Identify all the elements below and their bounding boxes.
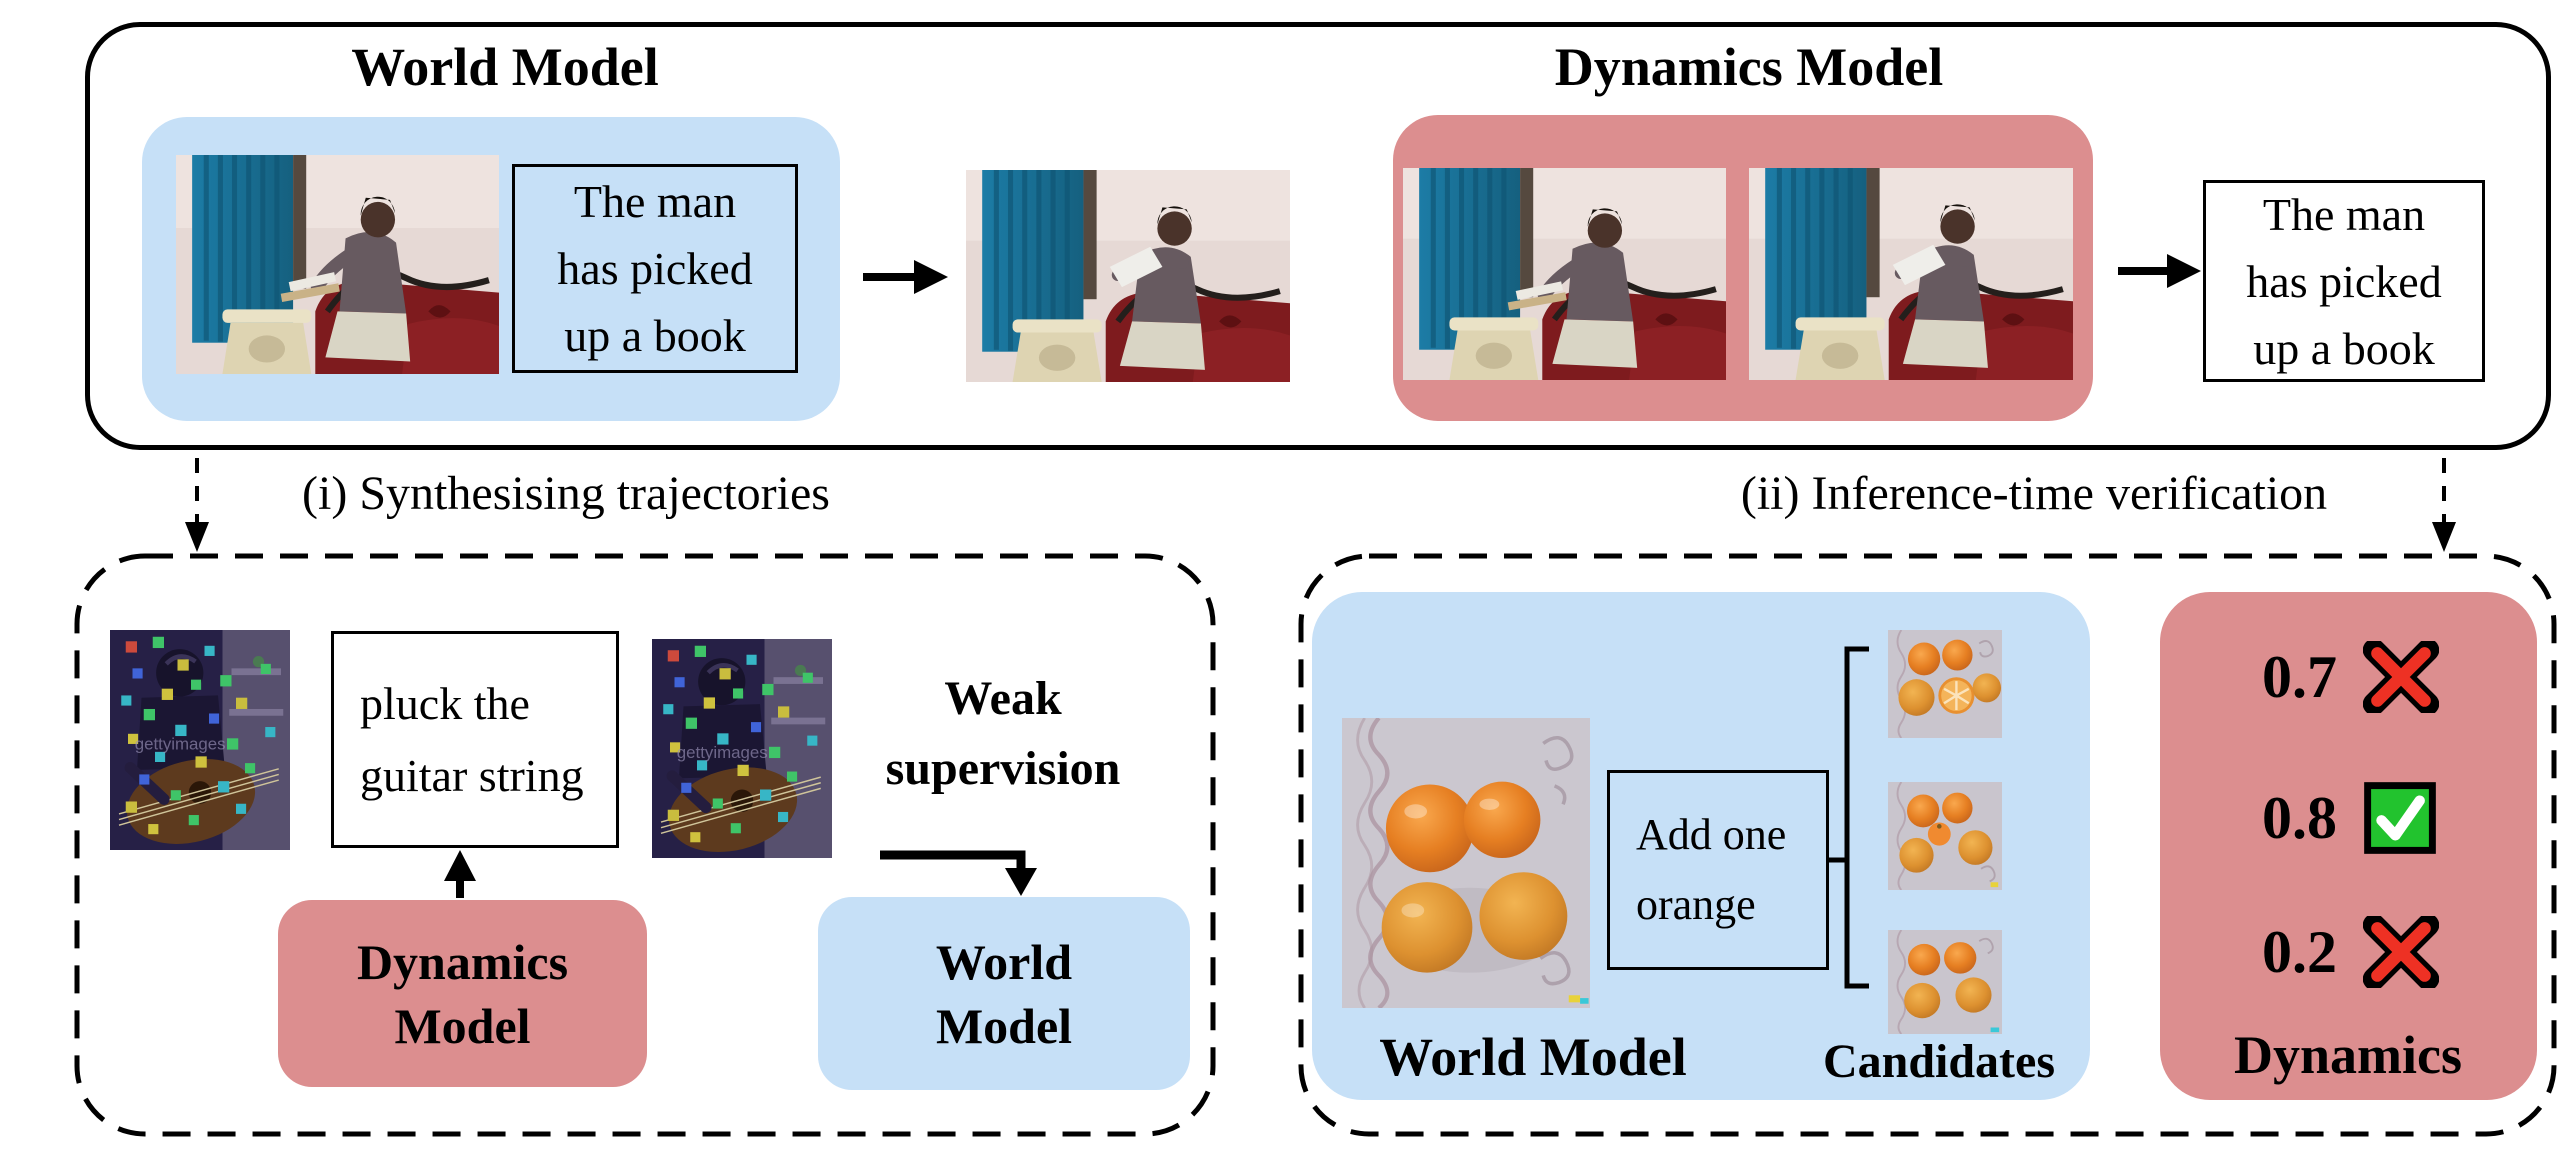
world-output-frame-image xyxy=(966,170,1290,382)
dynamics-frame1-image xyxy=(1403,168,1726,380)
candidate-2-image xyxy=(1888,782,2002,890)
oranges-initial-image xyxy=(1342,718,1590,1008)
weak-supervision-arrow xyxy=(880,850,1026,870)
check-icon xyxy=(2364,782,2436,854)
dynamics-model-chip: Dynamics Model xyxy=(278,900,647,1087)
pluck-caption-box: pluck the guitar string xyxy=(331,631,619,848)
verdict-score-2: 0.8 xyxy=(2262,785,2337,851)
dynamics-output-caption-box: The man has picked up a book xyxy=(2203,180,2485,382)
verdict-row-1: 0.7 xyxy=(2262,641,2439,713)
world-input-frame-image xyxy=(176,155,499,374)
verdict-row-2: 0.8 xyxy=(2262,781,2437,855)
cross-icon xyxy=(2363,916,2439,988)
candidate-1-image xyxy=(1888,630,2002,738)
dynamics-frame2-image xyxy=(1749,168,2073,380)
world-model-chip: World Model xyxy=(818,897,1190,1090)
weak-supervision-label: Weak supervision xyxy=(885,672,1121,795)
cross-icon xyxy=(2363,641,2439,713)
candidate-3-image xyxy=(1888,930,2002,1034)
branch-label-synthesising: (i) Synthesising trajectories xyxy=(302,467,830,520)
add-orange-caption-box: Add one orange xyxy=(1607,770,1829,970)
branch-label-verification: (ii) Inference-time verification xyxy=(1740,467,2328,520)
verification-dynamics-label: Dynamics xyxy=(2234,1025,2462,1085)
verdict-score-1: 0.7 xyxy=(2262,644,2337,710)
verdict-score-3: 0.2 xyxy=(2262,919,2337,985)
candidates-label: Candidates xyxy=(1822,1035,2056,1088)
dynamics-model-title: Dynamics Model xyxy=(1554,37,1944,97)
verification-world-model-label: World Model xyxy=(1379,1027,1687,1087)
world-model-title: World Model xyxy=(351,37,659,97)
noisy-frame1-image xyxy=(110,630,290,850)
verdict-row-3: 0.2 xyxy=(2262,916,2439,988)
world-action-caption-box: The man has picked up a book xyxy=(512,164,798,373)
